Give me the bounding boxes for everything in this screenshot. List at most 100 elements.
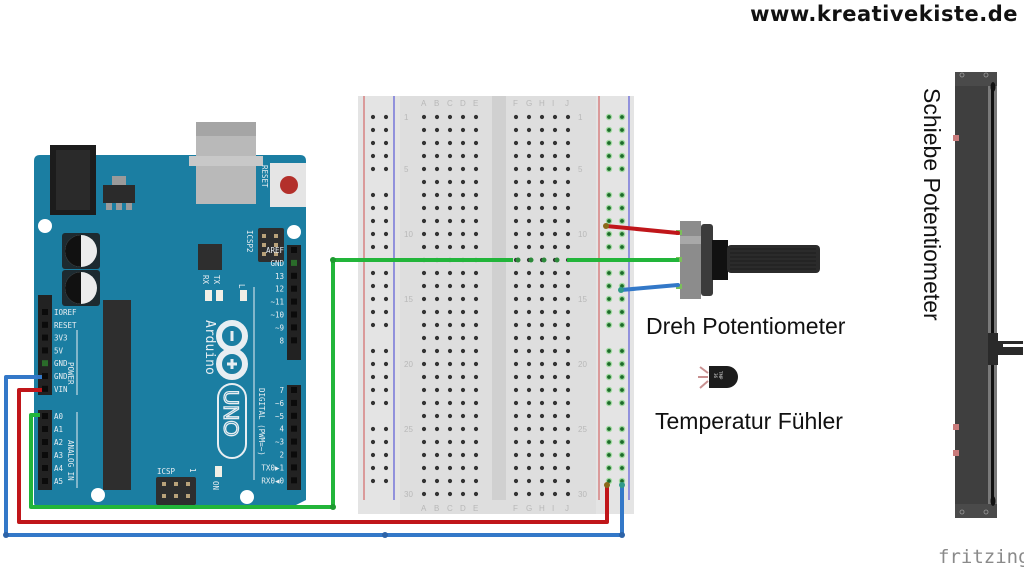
breadboard-hole[interactable] [526,218,532,224]
breadboard-hole[interactable] [421,270,427,276]
breadboard-hole[interactable] [460,491,466,497]
rail-hole[interactable] [370,374,376,380]
rail-hole[interactable] [607,154,611,158]
breadboard-hole[interactable] [513,270,519,276]
breadboard-hole[interactable] [434,244,440,250]
breadboard-hole[interactable] [526,283,532,289]
rail-hole[interactable] [370,231,376,237]
breadboard-hole[interactable] [513,348,519,354]
rail-hole[interactable] [383,361,389,367]
breadboard-hole[interactable] [552,244,558,250]
breadboard-hole[interactable] [447,309,453,315]
breadboard-hole[interactable] [421,153,427,159]
wire-red-pot[interactable] [604,224,680,235]
breadboard-hole[interactable] [447,374,453,380]
header-pin[interactable] [291,324,297,331]
breadboard-hole[interactable] [526,309,532,315]
breadboard-hole[interactable] [513,413,519,419]
breadboard-hole[interactable] [565,205,571,211]
rail-hole[interactable] [607,141,611,145]
rail-hole[interactable] [620,349,624,353]
rail-hole[interactable] [383,322,389,328]
breadboard-hole[interactable] [434,192,440,198]
breadboard-hole[interactable] [539,244,545,250]
rail-hole[interactable] [607,193,611,197]
breadboard-hole[interactable] [434,413,440,419]
breadboard-hole[interactable] [513,205,519,211]
breadboard-hole[interactable] [526,270,532,276]
rail-hole[interactable] [620,154,624,158]
breadboard-hole[interactable] [421,387,427,393]
breadboard-hole[interactable] [552,296,558,302]
rail-hole[interactable] [383,452,389,458]
breadboard-hole[interactable] [539,322,545,328]
breadboard-hole[interactable] [460,114,466,120]
breadboard-hole[interactable] [421,478,427,484]
breadboard-hole[interactable] [434,478,440,484]
breadboard-hole[interactable] [565,413,571,419]
header-pin[interactable] [42,334,48,341]
breadboard-hole[interactable] [421,166,427,172]
wire-red-supply[interactable] [17,388,609,524]
breadboard-hole[interactable] [421,348,427,354]
breadboard-hole[interactable] [447,452,453,458]
header-pin[interactable] [291,285,297,292]
breadboard-hole[interactable] [526,452,532,458]
breadboard-hole[interactable] [565,127,571,133]
breadboard-hole[interactable] [539,218,545,224]
breadboard-hole[interactable] [434,166,440,172]
breadboard-hole[interactable] [539,439,545,445]
rail-hole[interactable] [620,128,624,132]
reset-button[interactable] [280,176,298,194]
breadboard-hole[interactable] [526,192,532,198]
breadboard-hole[interactable] [552,465,558,471]
breadboard-hole[interactable] [539,465,545,471]
breadboard-hole[interactable] [539,231,545,237]
breadboard-hole[interactable] [539,283,545,289]
rail-hole[interactable] [607,466,611,470]
breadboard-hole[interactable] [473,192,479,198]
breadboard-hole[interactable] [434,439,440,445]
header-pin[interactable] [291,464,297,471]
breadboard-hole[interactable] [552,361,558,367]
breadboard-hole[interactable] [539,374,545,380]
rail-hole[interactable] [620,271,624,275]
breadboard-hole[interactable] [526,166,532,172]
header-pin[interactable] [291,387,297,393]
breadboard-hole[interactable] [552,283,558,289]
rail-hole[interactable] [370,322,376,328]
rail-hole[interactable] [620,297,624,301]
breadboard-hole[interactable] [526,140,532,146]
breadboard-hole[interactable] [460,322,466,328]
breadboard-hole[interactable] [447,153,453,159]
breadboard-hole[interactable] [447,348,453,354]
header-pin[interactable] [291,477,297,484]
breadboard-hole[interactable] [565,309,571,315]
breadboard-hole[interactable] [421,309,427,315]
breadboard-hole[interactable] [552,452,558,458]
breadboard-hole[interactable] [421,218,427,224]
rail-hole[interactable] [370,348,376,354]
header-pin[interactable] [291,247,297,253]
breadboard-hole[interactable] [552,127,558,133]
header-pin[interactable] [291,399,297,406]
header-pin[interactable] [291,438,297,445]
breadboard-hole[interactable] [565,439,571,445]
breadboard-hole[interactable] [434,140,440,146]
breadboard-hole[interactable] [460,387,466,393]
breadboard-hole[interactable] [539,309,545,315]
rail-hole[interactable] [620,401,624,405]
rail-hole[interactable] [620,232,624,236]
rail-hole[interactable] [370,465,376,471]
breadboard-hole[interactable] [473,140,479,146]
breadboard-hole[interactable] [447,400,453,406]
breadboard-hole[interactable] [513,452,519,458]
breadboard-hole[interactable] [526,478,532,484]
breadboard-hole[interactable] [447,413,453,419]
breadboard-hole[interactable] [513,361,519,367]
breadboard-hole[interactable] [434,465,440,471]
breadboard-hole[interactable] [460,413,466,419]
breadboard-hole[interactable] [473,231,479,237]
breadboard-hole[interactable] [513,465,519,471]
rail-hole[interactable] [620,362,624,366]
